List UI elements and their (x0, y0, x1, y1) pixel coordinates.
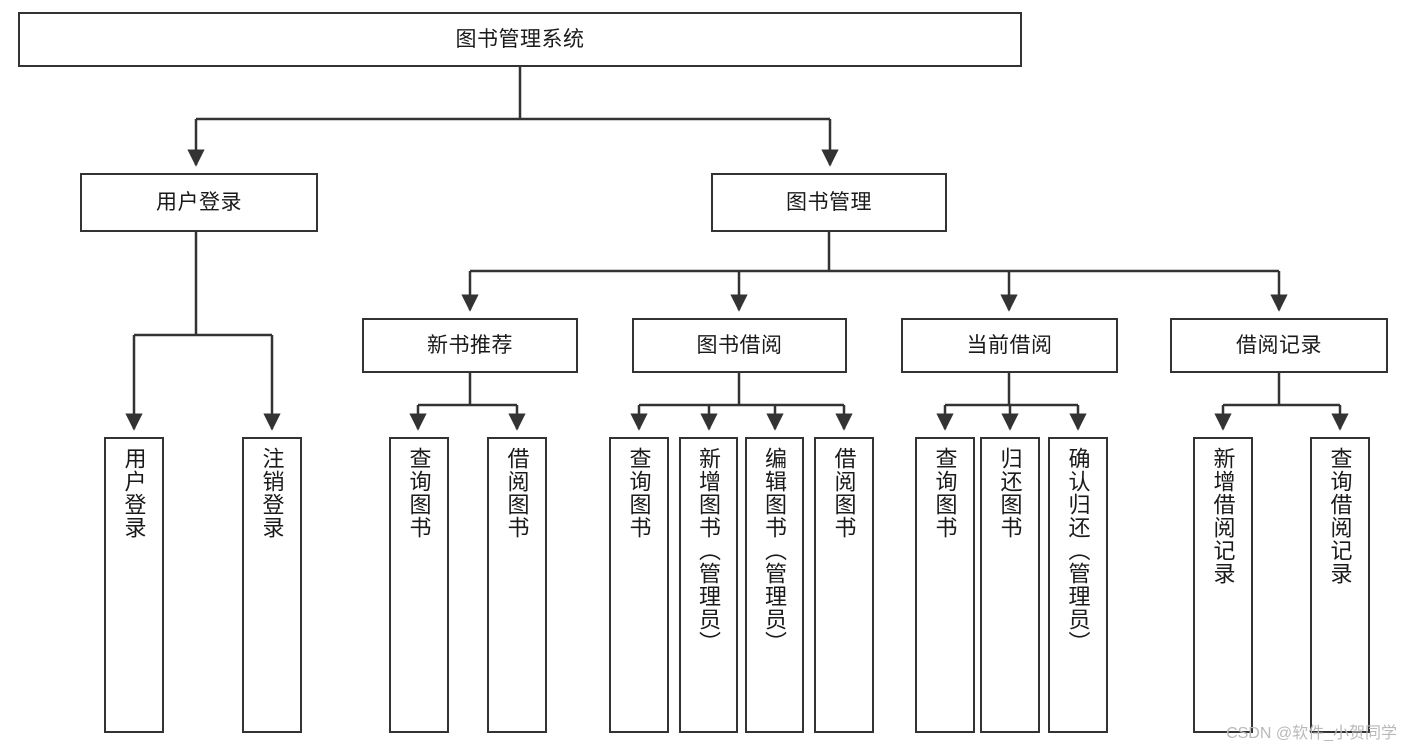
node-new-book-recommend[interactable]: 新书推荐 (362, 318, 578, 373)
node-user-login[interactable]: 用户登录 (80, 173, 318, 232)
node-root-system[interactable]: 图书管理系统 (18, 12, 1022, 67)
leaf-borrow-book[interactable]: 借阅图书 (814, 437, 874, 733)
leaf-add-borrow-record[interactable]: 新增借阅记录 (1193, 437, 1253, 733)
leaf-borrow-book-new[interactable]: 借阅图书 (487, 437, 547, 733)
node-label: 查询图书 (932, 447, 958, 539)
leaf-query-borrow-record[interactable]: 查询借阅记录 (1310, 437, 1370, 733)
leaf-add-book-admin[interactable]: 新增图书（管理员） (679, 437, 738, 733)
node-label: 用户登录 (121, 447, 147, 539)
node-book-management[interactable]: 图书管理 (711, 173, 947, 232)
node-current-borrow[interactable]: 当前借阅 (901, 318, 1118, 373)
csdn-watermark: CSDN @软件_小贺同学 (1226, 725, 1397, 742)
leaf-user-login[interactable]: 用户登录 (104, 437, 164, 733)
leaf-logout-login[interactable]: 注销登录 (242, 437, 302, 733)
node-label: 编辑图书（管理员） (762, 447, 788, 654)
node-borrow-record[interactable]: 借阅记录 (1170, 318, 1388, 373)
node-label: 当前借阅 (966, 333, 1053, 357)
leaf-edit-book-admin[interactable]: 编辑图书（管理员） (745, 437, 804, 733)
node-label: 查询借阅记录 (1327, 447, 1353, 585)
node-label: 确认归还（管理员） (1065, 447, 1091, 654)
node-book-borrow[interactable]: 图书借阅 (632, 318, 847, 373)
node-label: 查询图书 (626, 447, 652, 539)
node-label: 查询图书 (406, 447, 432, 539)
node-label: 用户登录 (156, 190, 242, 214)
node-label: 借阅图书 (831, 447, 857, 539)
node-label: 注销登录 (259, 447, 285, 539)
node-label: 图书借阅 (696, 333, 783, 357)
node-label: 图书管理系统 (455, 27, 585, 51)
leaf-query-book-new[interactable]: 查询图书 (389, 437, 449, 733)
node-label: 新增图书（管理员） (696, 447, 722, 654)
node-label: 借阅记录 (1236, 333, 1322, 357)
leaf-query-book-current[interactable]: 查询图书 (915, 437, 975, 733)
node-label: 新书推荐 (427, 333, 513, 357)
node-label: 借阅图书 (504, 447, 530, 539)
node-label: 新增借阅记录 (1210, 447, 1236, 585)
leaf-query-book-borrow[interactable]: 查询图书 (609, 437, 669, 733)
node-label: 归还图书 (997, 447, 1023, 539)
node-label: 图书管理 (786, 190, 872, 214)
leaf-confirm-return-admin[interactable]: 确认归还（管理员） (1048, 437, 1108, 733)
leaf-return-book[interactable]: 归还图书 (980, 437, 1040, 733)
